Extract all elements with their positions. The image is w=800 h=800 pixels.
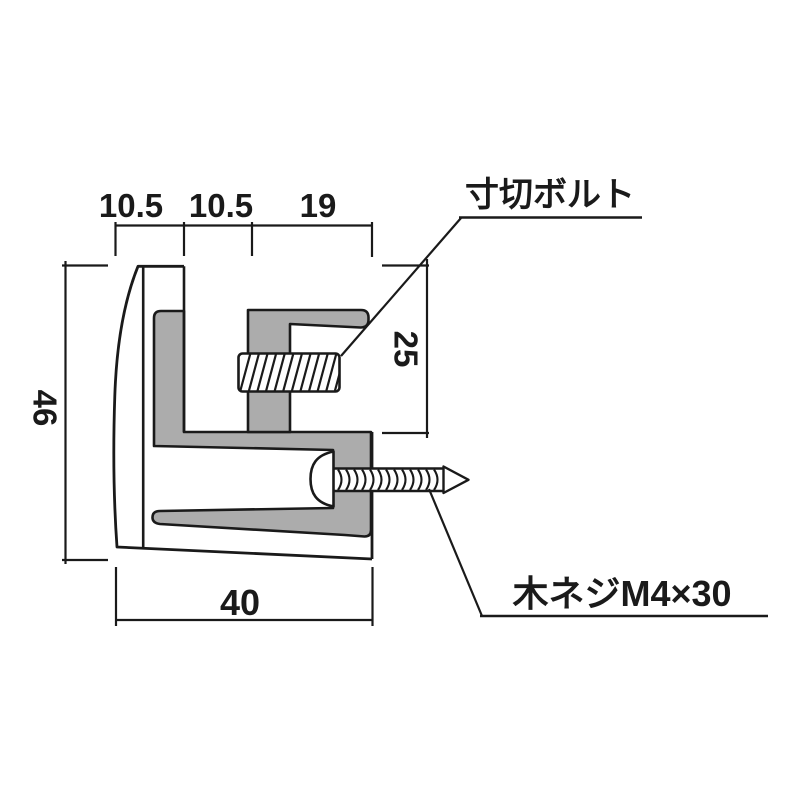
screw-shaft	[333, 468, 444, 491]
threaded-rod-section	[237, 352, 341, 393]
screw-threads	[337, 468, 439, 491]
screw-tip	[442, 465, 470, 495]
dim-top-3: 19	[300, 187, 337, 224]
dimension-bottom	[114, 567, 374, 626]
callout-threaded-rod: 寸切ボルト	[340, 176, 642, 357]
dimension-right	[382, 259, 429, 438]
wood-screw-label: 木ネジM4×30	[512, 573, 731, 614]
screw-head	[309, 450, 335, 508]
wood-screw	[309, 450, 470, 508]
dim-top-2: 10.5	[189, 187, 253, 224]
clamp-arm-section	[246, 308, 370, 434]
body-outline	[112, 264, 373, 561]
threaded-rod-label: 寸切ボルト	[465, 176, 635, 214]
dim-top-1: 10.5	[99, 187, 163, 224]
callout-wood-screw: 木ネジM4×30	[427, 488, 768, 618]
dim-left-height: 46	[27, 390, 64, 427]
dimension-top	[114, 222, 374, 257]
dim-bottom-width: 40	[220, 582, 260, 623]
clamp-body-section	[151, 309, 373, 538]
dimension-left	[62, 261, 108, 564]
dim-right-depth: 25	[388, 331, 425, 368]
